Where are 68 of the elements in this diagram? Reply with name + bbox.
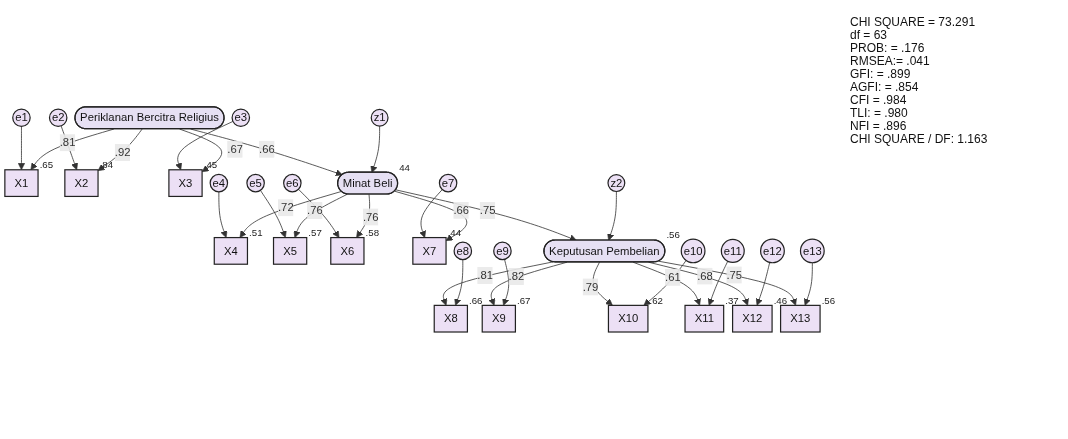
squared-correlation-value: .46 <box>773 294 788 306</box>
node-circle: e6 <box>283 173 302 193</box>
fit-statistic: CHI SQUARE / DF: 1.163 <box>850 133 988 146</box>
edge-label: .81 <box>59 135 76 149</box>
node-box: X2 <box>64 169 99 198</box>
edge-label: .61 <box>665 270 681 284</box>
edge-label: .79 <box>582 280 599 294</box>
squared-correlation-value: .65 <box>39 159 54 171</box>
node-box: X5 <box>272 237 308 265</box>
fit-statistic: NFI = .896 <box>850 120 908 133</box>
edge-label: .82 <box>508 269 525 283</box>
edge-label: .76 <box>362 210 379 224</box>
node-circle: e10 <box>680 238 706 264</box>
squared-correlation-value: .56 <box>666 229 680 241</box>
node-circle: z2 <box>607 174 626 193</box>
edge-label: .68 <box>697 269 713 283</box>
node-box: X1 <box>4 169 39 198</box>
node-circle: e12 <box>760 238 785 264</box>
node-box: X3 <box>168 169 203 198</box>
fit-statistic: CHI SQUARE = 73.291 <box>850 16 977 29</box>
node-circle: z1 <box>370 108 389 127</box>
fit-statistic: PROB: = .176 <box>850 42 926 55</box>
squared-correlation-value: .66 <box>469 294 483 306</box>
squared-correlation-value: .51 <box>249 227 263 239</box>
node-box: X13 <box>780 304 821 333</box>
edge-label: .75 <box>726 268 743 282</box>
node-box: X10 <box>607 304 649 333</box>
squared-correlation-value: .84 <box>99 159 114 171</box>
fit-statistic: df = 63 <box>850 29 888 42</box>
edge-label: .67 <box>227 142 243 156</box>
node-circle: e5 <box>246 173 265 193</box>
squared-correlation-value: .62 <box>649 294 663 306</box>
node-circle: e4 <box>209 173 229 193</box>
node-circle: e11 <box>720 238 745 263</box>
node-circle: e7 <box>438 173 458 193</box>
edge-label: .66 <box>259 142 275 156</box>
node-box: X12 <box>732 304 773 333</box>
edge-label: .92 <box>114 145 131 159</box>
squared-correlation-value: .45 <box>203 159 218 171</box>
node-circle: e2 <box>48 108 68 128</box>
node-circle: e13 <box>799 238 825 264</box>
node-circle: e8 <box>453 241 473 261</box>
node-box: X9 <box>481 304 516 333</box>
node-circle: e9 <box>493 241 512 261</box>
squared-correlation-value: .67 <box>517 294 531 306</box>
node-circle: e1 <box>12 108 31 128</box>
squared-correlation-value: .37 <box>725 294 739 306</box>
fit-statistic: RMSEA:= .041 <box>850 55 931 68</box>
edge-label: .66 <box>453 203 470 217</box>
edge-label: .81 <box>477 268 494 282</box>
squared-correlation-value: .57 <box>308 227 322 239</box>
edge-label: .72 <box>277 200 294 214</box>
fit-statistic: CFI = .984 <box>850 94 908 107</box>
node-circle: e3 <box>231 108 251 128</box>
fit-statistic: AGFI: = .854 <box>850 81 920 94</box>
node-box: X8 <box>433 304 469 333</box>
squared-correlation-value: .56 <box>821 294 836 306</box>
fit-statistic: TLI: = .980 <box>850 107 909 120</box>
edge-label: .75 <box>479 203 496 217</box>
edge-label: .76 <box>307 203 323 217</box>
node-box: X4 <box>213 237 249 265</box>
squared-correlation-value: .58 <box>365 227 380 239</box>
squared-correlation-value: .44 <box>447 227 462 239</box>
fit-statistic: GFI: = .899 <box>850 68 912 81</box>
node-box: X6 <box>330 237 365 265</box>
squared-correlation-value: 44 <box>399 161 410 173</box>
node-box: X11 <box>684 304 725 333</box>
node-box: X7 <box>412 237 447 265</box>
